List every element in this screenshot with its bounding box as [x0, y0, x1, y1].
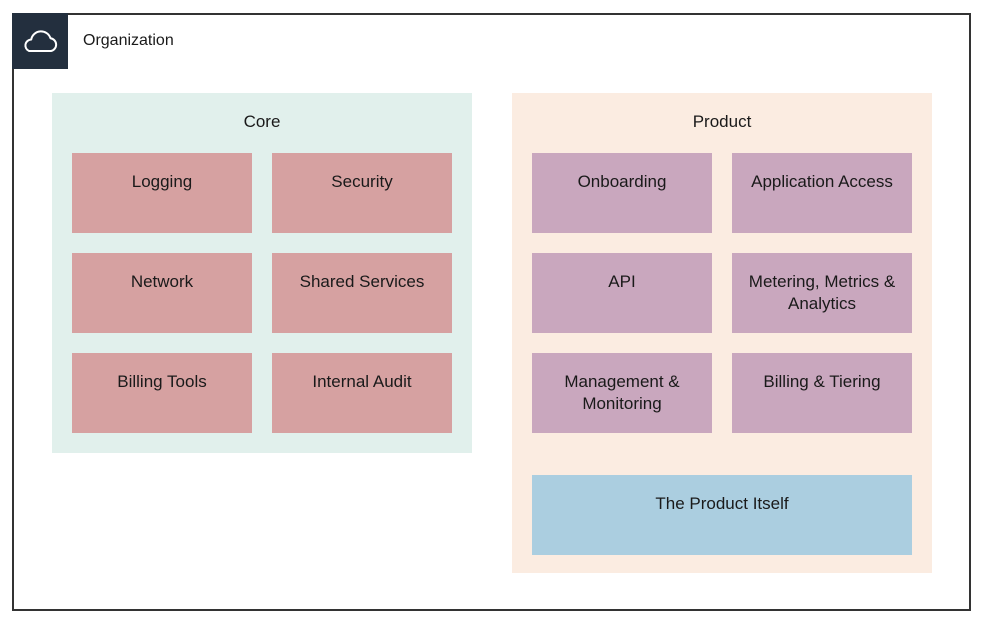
core-box-internal-audit: Internal Audit	[272, 353, 452, 433]
product-box-api: API	[532, 253, 712, 333]
core-box-shared-services: Shared Services	[272, 253, 452, 333]
cloud-icon	[24, 30, 58, 52]
core-group-title: Core	[243, 112, 281, 131]
product-group-title: Product	[692, 112, 752, 131]
core-box-security: Security	[272, 153, 452, 233]
product-box-the-product-itself: The Product Itself	[532, 475, 912, 555]
product-box-onboarding: Onboarding	[532, 153, 712, 233]
core-group: Core Logging Security Network Shared Ser…	[52, 93, 472, 453]
core-box-network: Network	[72, 253, 252, 333]
product-box-application-access: Application Access	[732, 153, 912, 233]
core-box-logging: Logging	[72, 153, 252, 233]
core-box-billing-tools: Billing Tools	[72, 353, 252, 433]
product-box-management: Management & Monitoring	[532, 353, 712, 433]
product-group: Product Onboarding Application Access AP…	[512, 93, 932, 573]
organization-icon-box	[12, 13, 68, 69]
organization-label: Organization	[83, 32, 174, 49]
product-box-metering: Metering, Metrics & Analytics	[732, 253, 912, 333]
product-box-billing-tiering: Billing & Tiering	[732, 353, 912, 433]
